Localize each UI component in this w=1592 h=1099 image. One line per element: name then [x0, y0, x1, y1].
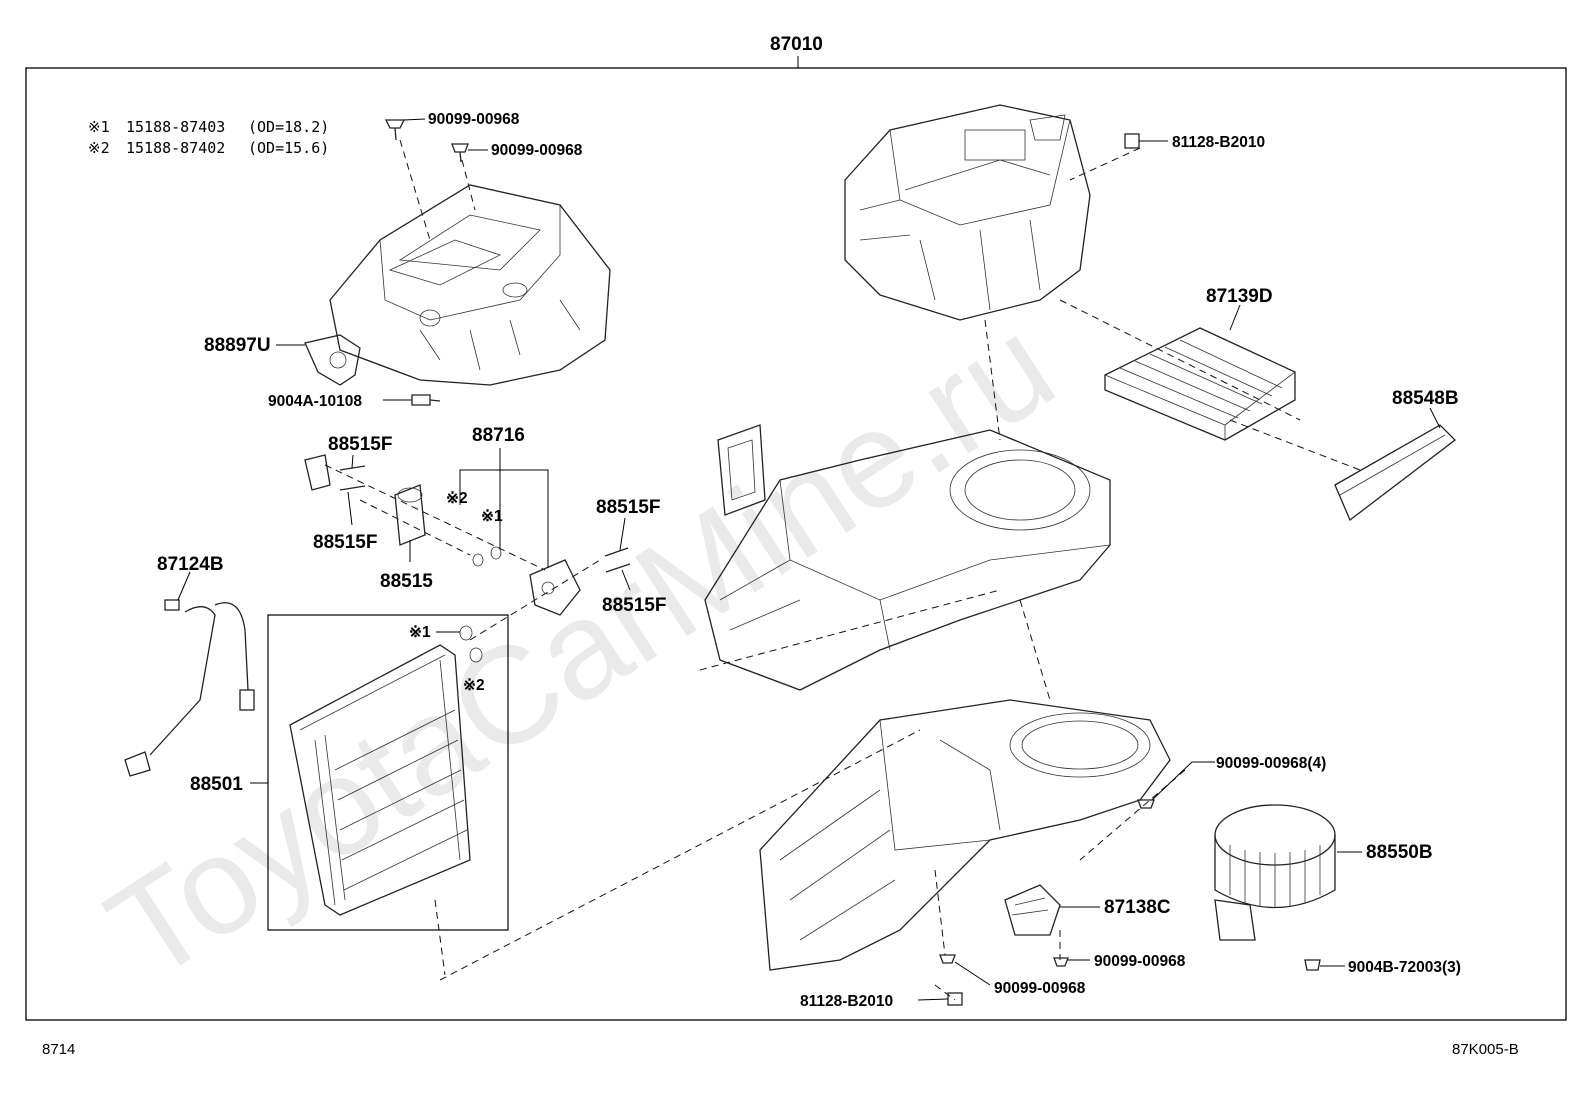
note-1-part: 15188-87403 — [126, 118, 225, 136]
label-88548b: 88548B — [1392, 388, 1459, 409]
label-81128-b2010-top: 81128-B2010 — [1172, 134, 1265, 151]
bracket-88716 — [459, 448, 549, 568]
resistor-87138c — [1004, 884, 1061, 936]
label-88515f-4: 88515F — [602, 595, 666, 616]
blower-motor-88550b — [1214, 804, 1336, 941]
note-2-part: 15188-87402 — [126, 139, 225, 157]
servo-88897u — [304, 334, 361, 386]
note-2-mark: ※2 — [88, 139, 110, 157]
diagram-frame — [25, 67, 1567, 1021]
label-87138c: 87138C — [1104, 897, 1171, 918]
label-90099-00968-b: 90099-00968 — [491, 142, 583, 159]
footer-diagram-code: 87K005-B — [1452, 1041, 1519, 1058]
upper-right-housing — [844, 104, 1091, 321]
upper-case-housing — [329, 184, 611, 386]
label-9004a-10108: 9004A-10108 — [268, 393, 362, 410]
clip-81128-bottom — [947, 992, 963, 1006]
leader-lines — [177, 118, 1441, 1001]
bracket — [304, 454, 331, 491]
label-90099-00968-c: 90099-00968 — [1094, 953, 1186, 970]
note-1-mark: ※1 — [88, 118, 110, 136]
screw-90099-d — [939, 954, 956, 964]
assembly-label: 87010 — [770, 34, 823, 55]
label-88515f-1: 88515F — [328, 434, 392, 455]
valve-88515 — [394, 484, 426, 546]
note-1-spec: (OD=18.2) — [248, 118, 329, 136]
clip-81128-top — [1124, 133, 1140, 149]
label-90099-00968-4: 90099-00968(4) — [1216, 755, 1326, 772]
label-90099-00968-a: 90099-00968 — [428, 111, 520, 128]
evaporator-88501 — [289, 644, 471, 916]
filter-87139d — [1104, 327, 1296, 441]
mark-1-a: ※1 — [481, 508, 503, 525]
watermark: ToyotaCarMine.ru — [82, 288, 1079, 1010]
label-87139d: 87139D — [1206, 286, 1273, 307]
fitting-88716 — [529, 559, 581, 616]
mark-1-b: ※1 — [409, 624, 431, 641]
sensor-87124b — [124, 599, 255, 777]
screw-90099-b — [451, 143, 469, 163]
label-9004b-72003: 9004B-72003(3) — [1348, 959, 1461, 976]
label-88515: 88515 — [380, 571, 433, 592]
footer-page-number: 8714 — [42, 1041, 75, 1058]
middle-case-housing — [704, 424, 1111, 691]
bolt-88515f-2 — [604, 547, 631, 573]
label-88515f-2: 88515F — [313, 532, 377, 553]
notes-legend: ※1 15188-87403 (OD=18.2) ※2 15188-87402 … — [88, 118, 329, 157]
evaporator-box — [267, 614, 509, 931]
screw-90099-a — [384, 119, 406, 141]
o-rings — [459, 546, 502, 663]
filter-cover-88548b — [1334, 424, 1456, 522]
note-2-spec: (OD=15.6) — [248, 139, 329, 157]
label-87124b: 87124B — [157, 554, 224, 575]
label-88550b: 88550B — [1366, 842, 1433, 863]
screw-90099-c — [1053, 957, 1069, 967]
label-88501: 88501 — [190, 774, 243, 795]
label-88515f-3: 88515F — [596, 497, 660, 518]
screw-90099-4 — [1137, 799, 1155, 809]
blower-case-housing — [759, 699, 1171, 971]
label-88716: 88716 — [472, 425, 525, 446]
screw-9004a — [411, 394, 441, 406]
mark-2-a: ※2 — [446, 490, 468, 507]
screw-9004b — [1304, 959, 1321, 971]
label-88897u: 88897U — [204, 335, 271, 356]
label-90099-00968-d: 90099-00968 — [994, 980, 1086, 997]
mark-2-b: ※2 — [463, 677, 485, 694]
assembly-lines — [324, 139, 1361, 1001]
label-81128-b2010-bottom: 81128-B2010 — [800, 993, 893, 1010]
